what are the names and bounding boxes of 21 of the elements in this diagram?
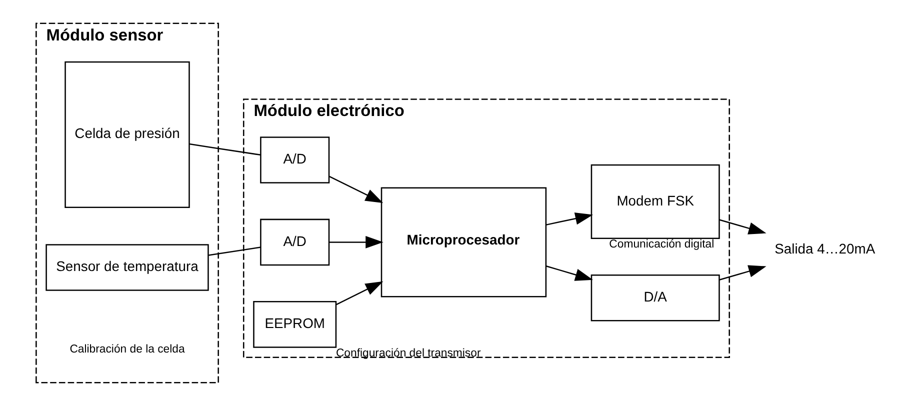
node-label: Comunicación digital <box>608 238 714 251</box>
node-box: A/D <box>260 136 330 184</box>
arrow <box>328 236 383 248</box>
node-box: Modem FSK <box>590 164 720 240</box>
label: Calibración de la celda <box>69 344 184 356</box>
node-box: A/D <box>260 218 330 266</box>
arrow <box>718 265 766 280</box>
arrow <box>546 266 592 281</box>
arrow <box>546 212 592 226</box>
arrow <box>718 219 766 234</box>
node-label: Configuración del transmisor <box>335 347 480 360</box>
node-box: EEPROM <box>252 301 336 348</box>
connector <box>208 246 260 256</box>
node-text: Salida 4…20mA <box>774 240 875 256</box>
node-box: D/A <box>590 274 720 322</box>
connector <box>188 143 260 156</box>
node-box: Celda de presión <box>64 61 190 208</box>
arrow <box>328 176 383 203</box>
node-box: Microprocesador <box>380 187 546 298</box>
node-box: Sensor de temperatura <box>45 244 208 291</box>
arrow <box>336 281 383 306</box>
